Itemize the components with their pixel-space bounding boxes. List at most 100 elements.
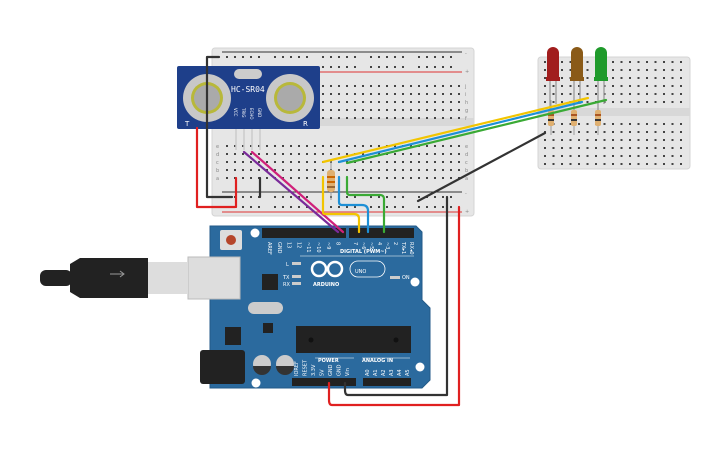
hole — [595, 93, 597, 95]
hole — [544, 61, 546, 63]
hole — [595, 139, 597, 141]
led-body — [595, 47, 607, 80]
hole — [654, 101, 657, 103]
hole — [378, 169, 380, 171]
hole — [266, 177, 268, 179]
hole — [434, 85, 436, 87]
rail-hole — [418, 206, 420, 208]
hole — [450, 109, 452, 111]
wire-blue[interactable] — [337, 175, 370, 234]
hole — [402, 177, 404, 179]
wire-yellow[interactable] — [321, 175, 361, 234]
wire-purple[interactable] — [242, 150, 340, 234]
hole — [671, 131, 674, 133]
hole — [226, 145, 228, 147]
row-letter: d — [216, 152, 219, 158]
digital-pin-label: ~5 — [368, 242, 374, 249]
sensor-model: HC-SR04 — [231, 85, 265, 94]
rail-hole — [442, 66, 444, 68]
power-jack[interactable] — [200, 350, 245, 384]
hole — [552, 93, 555, 95]
hole — [569, 147, 572, 149]
hole — [290, 153, 292, 155]
hole — [338, 101, 340, 103]
hole — [612, 61, 614, 63]
rail-hole — [426, 56, 428, 58]
resistor[interactable] — [327, 160, 335, 200]
hole — [346, 153, 348, 155]
hole — [250, 161, 252, 163]
hole — [654, 139, 657, 141]
digital-pin-label: 4 — [376, 242, 382, 245]
hole — [544, 139, 546, 141]
hole — [671, 61, 674, 63]
wire-magenta[interactable] — [250, 150, 345, 234]
hole — [586, 69, 589, 71]
resistor[interactable] — [595, 100, 601, 135]
hole — [346, 117, 348, 119]
rail-hole — [282, 206, 284, 208]
hole — [386, 161, 388, 163]
digital-pin-label: 7 — [352, 242, 358, 245]
hole — [586, 163, 589, 165]
hole — [298, 153, 300, 155]
sensor-pin-label: ECHO — [249, 108, 254, 119]
power-header[interactable] — [292, 378, 356, 386]
rail-hole — [450, 56, 452, 58]
hole — [274, 153, 276, 155]
digital-header-high[interactable] — [262, 228, 346, 238]
hole — [434, 161, 436, 163]
hole — [646, 93, 648, 95]
wire-black[interactable] — [416, 131, 547, 203]
hole — [586, 155, 589, 157]
wire-green[interactable] — [345, 175, 386, 234]
hole — [552, 155, 555, 157]
hole — [569, 163, 572, 165]
wire-black[interactable] — [343, 195, 449, 397]
hole — [314, 161, 316, 163]
hole — [306, 145, 308, 147]
hole — [458, 117, 460, 119]
wire-green[interactable] — [345, 98, 608, 165]
hole — [290, 161, 292, 163]
rail-hole — [354, 56, 356, 58]
hole — [362, 153, 364, 155]
hole — [671, 123, 674, 125]
rail-hole — [250, 206, 252, 208]
hole — [586, 147, 589, 149]
resistor[interactable] — [571, 100, 577, 135]
hole — [314, 177, 316, 179]
digital-header-low[interactable] — [349, 228, 414, 238]
rail-hole — [378, 196, 380, 198]
wire-blue[interactable] — [337, 100, 584, 164]
hole — [314, 145, 316, 147]
digital-pin-label: 13 — [286, 242, 292, 248]
usb-cable[interactable] — [40, 256, 241, 300]
hole — [671, 155, 674, 157]
rail-hole — [354, 196, 356, 198]
rail-hole — [250, 56, 252, 58]
hole — [426, 93, 428, 95]
wire-yellow[interactable] — [321, 96, 590, 164]
wire-red[interactable] — [195, 126, 237, 209]
wire-black[interactable] — [205, 55, 234, 199]
led-red[interactable] — [546, 47, 560, 110]
analog-header[interactable] — [363, 378, 411, 386]
hole — [569, 139, 572, 141]
analog-pin-label: A4 — [397, 369, 403, 376]
hole — [654, 155, 657, 157]
hole — [637, 93, 640, 95]
hole — [370, 169, 372, 171]
hole — [346, 145, 348, 147]
row-letter: c — [216, 160, 219, 166]
wire-red[interactable] — [327, 205, 461, 407]
hole — [322, 93, 324, 95]
small-breadboard[interactable] — [537, 56, 691, 170]
hole — [434, 109, 436, 111]
hole — [671, 93, 674, 95]
hole — [306, 153, 308, 155]
hole — [298, 145, 300, 147]
rail-hole — [394, 206, 396, 208]
